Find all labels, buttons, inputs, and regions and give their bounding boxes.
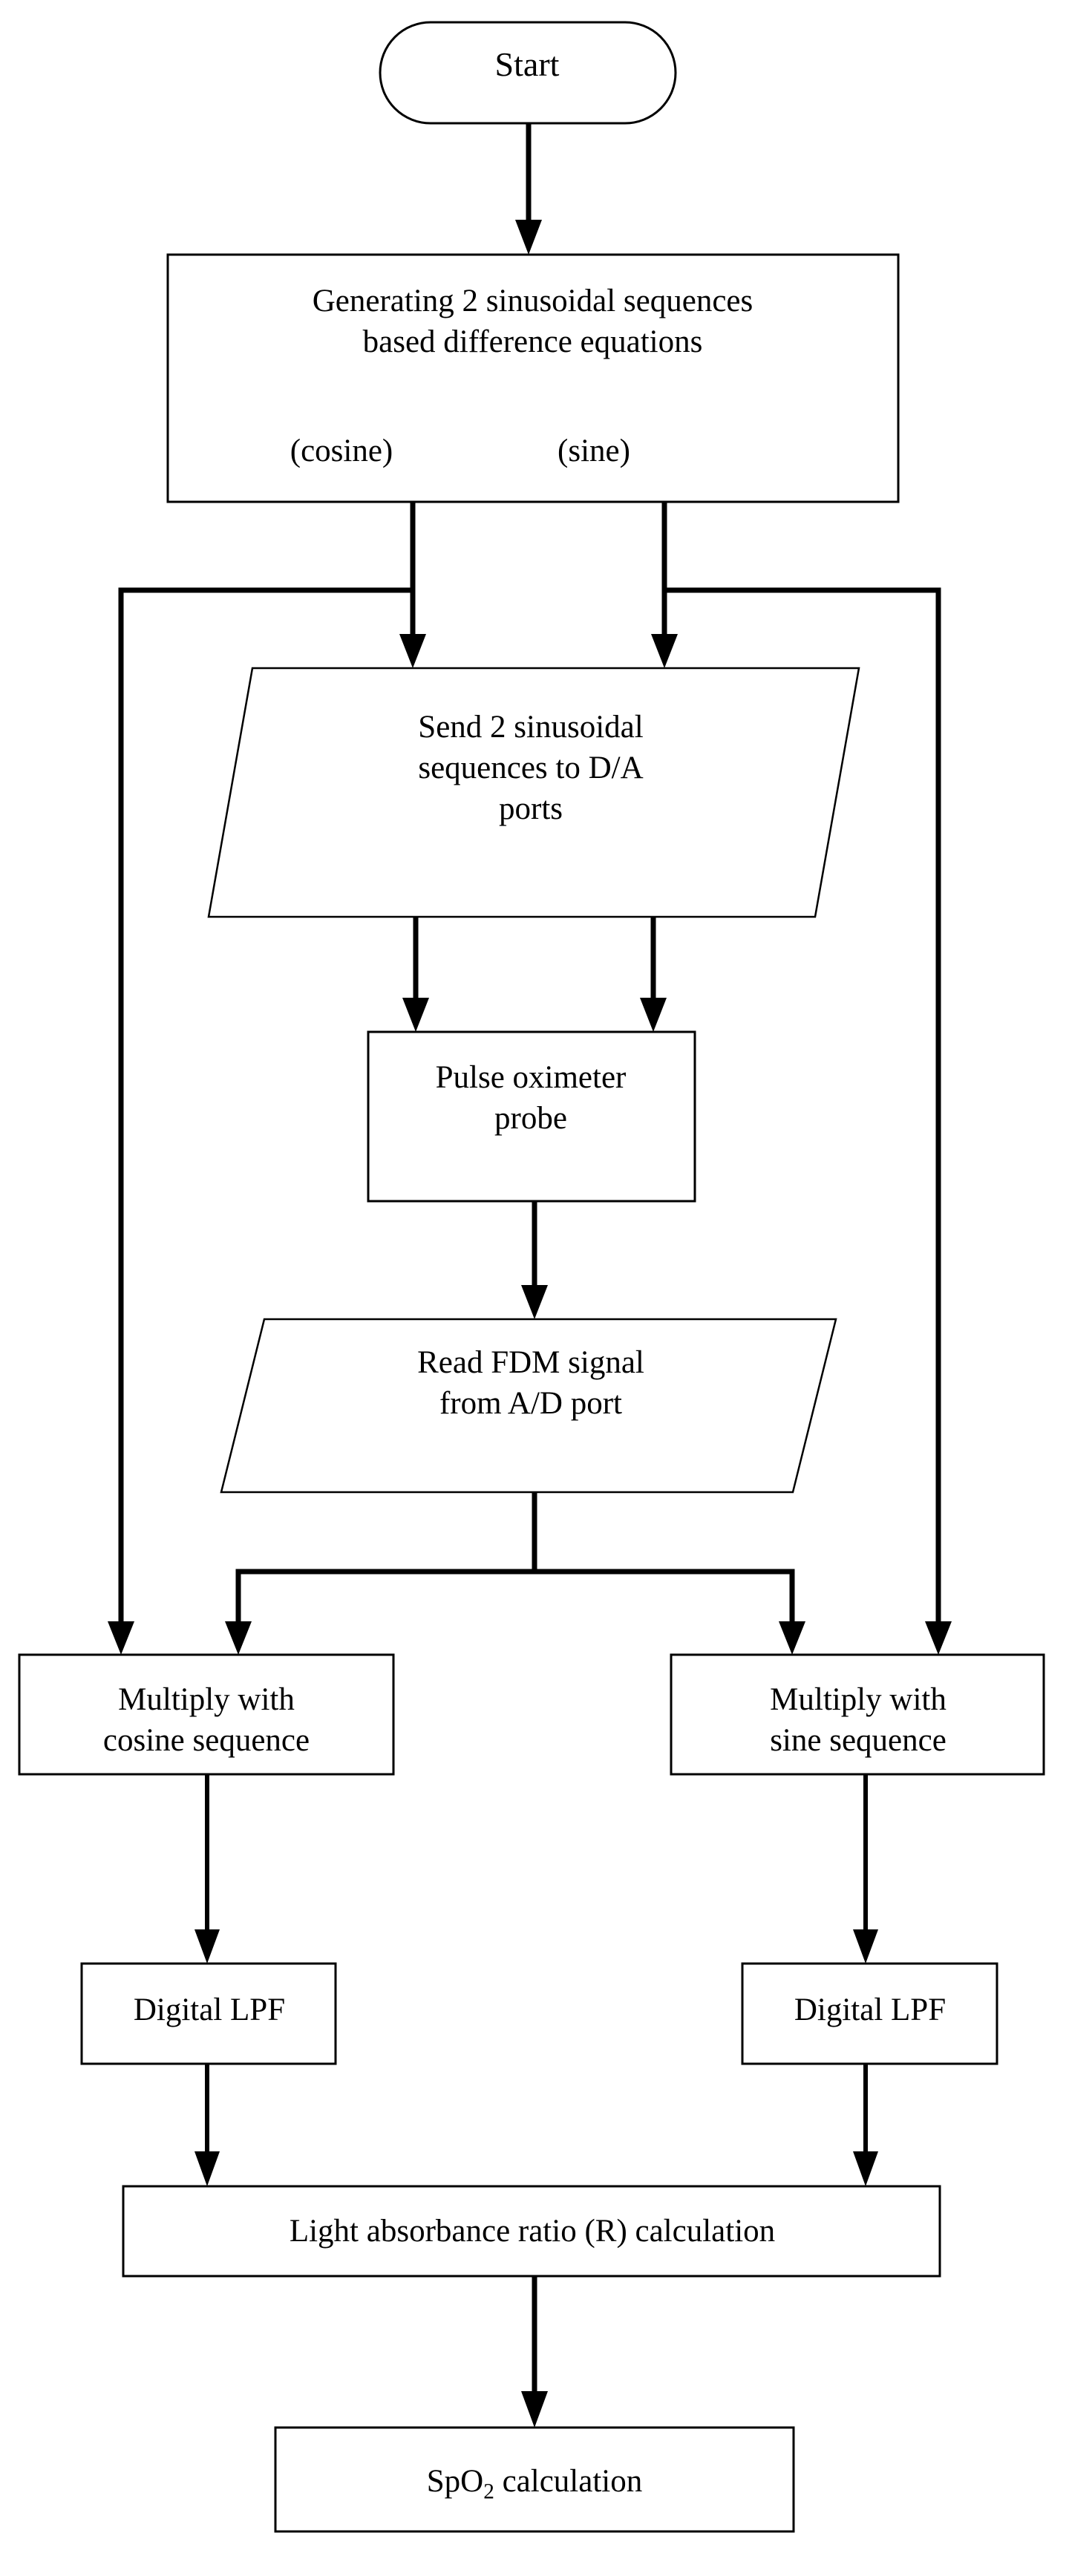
node-lpf-sin-shape[interactable]: [741, 1962, 998, 2065]
edge-generate-sine-to-send: [651, 502, 678, 668]
edge-cosine-bypass-left: [108, 587, 413, 1655]
edge-send-to-probe-right: [640, 917, 667, 1032]
edge-split-bus-right: [534, 1569, 805, 1655]
edge-ratio-to-spo2: [521, 2276, 548, 2428]
node-ratio-shape[interactable]: [122, 2185, 941, 2278]
edge-probe-to-read: [521, 1201, 548, 1319]
edge-read-to-split-bus: [225, 1492, 537, 1655]
edge-mulcos-to-lpfcos: [194, 1774, 220, 1964]
node-generate-shape[interactable]: [166, 253, 900, 503]
edge-lpfcos-to-ratio: [194, 2064, 220, 2186]
edge-mulsin-to-lpfsin: [853, 1774, 878, 1964]
node-spo2-shape[interactable]: [274, 2426, 795, 2533]
edge-generate-cosine-to-send: [399, 502, 426, 668]
node-mul-cos-shape[interactable]: [18, 1653, 395, 1776]
node-mul-sin-shape[interactable]: [670, 1653, 1045, 1776]
edge-sine-bypass-right: [664, 587, 952, 1655]
edge-lpfsin-to-ratio: [853, 2064, 878, 2186]
node-probe-shape[interactable]: [367, 1030, 696, 1203]
node-start-shape[interactable]: [379, 21, 677, 125]
node-lpf-cos-shape[interactable]: [80, 1962, 337, 2065]
edge-send-to-probe-left: [402, 917, 429, 1032]
node-send-da-shape[interactable]: [207, 667, 860, 918]
node-read-ad-shape[interactable]: [220, 1318, 837, 1494]
edge-start-to-generate: [515, 123, 542, 255]
